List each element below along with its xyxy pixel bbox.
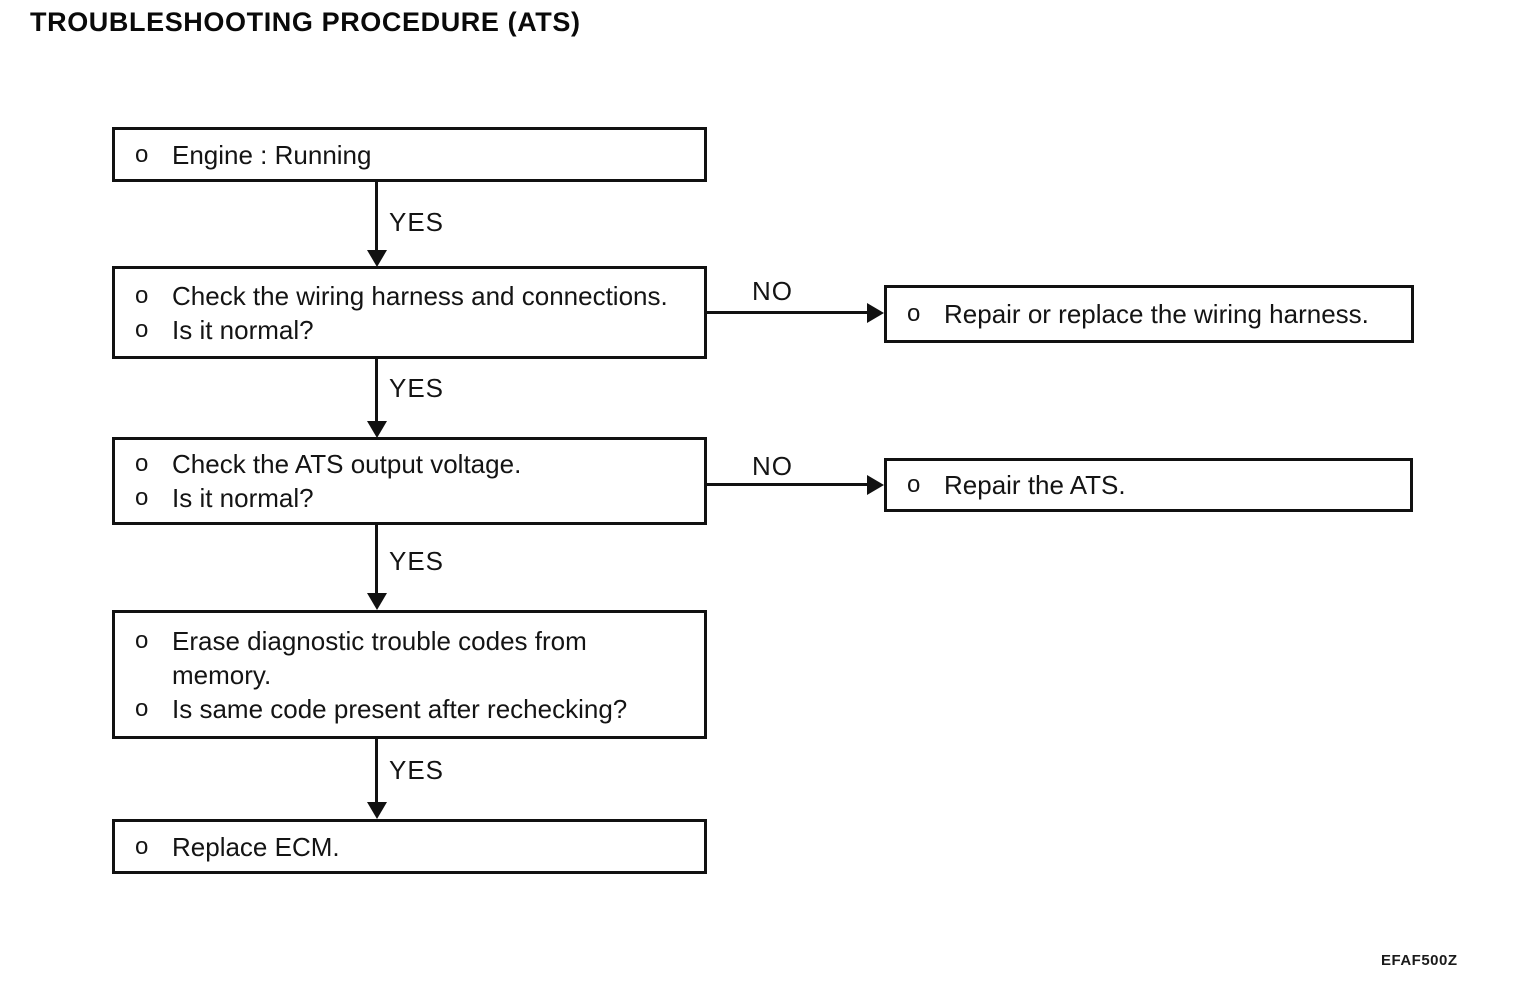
bullet-marker: o	[907, 300, 921, 327]
flow-node-check-wiring: o Check the wiring harness and connectio…	[112, 266, 707, 359]
arrow-down-icon	[367, 421, 387, 438]
node-row: o Check the ATS output voltage.	[135, 447, 696, 481]
edge-label-yes-3: YES	[389, 546, 445, 576]
bullet-marker: o	[135, 626, 149, 654]
connector-line-erasecodes-to-replaceecm	[375, 739, 378, 802]
node-row: memory.	[135, 658, 696, 692]
flow-node-repair-wiring: o Repair or replace the wiring harness.	[884, 285, 1414, 343]
node-text: Replace ECM.	[172, 831, 340, 862]
edge-label-yes-1: YES	[389, 207, 445, 237]
arrow-down-icon	[367, 250, 387, 267]
bullet-marker: o	[135, 315, 149, 343]
node-row: o Repair or replace the wiring harness.	[907, 297, 1403, 331]
arrow-right-icon	[867, 475, 884, 495]
node-row: o Is it normal?	[135, 313, 696, 347]
flow-node-repair-ats: o Repair the ATS.	[884, 458, 1413, 512]
flow-node-replace-ecm: o Replace ECM.	[112, 819, 707, 874]
bullet-marker: o	[907, 471, 921, 498]
node-text: Is it normal?	[172, 483, 314, 513]
bullet-marker: o	[135, 484, 149, 511]
figure-code: EFAF500Z	[1381, 952, 1458, 969]
edge-label-no-2: NO	[752, 451, 793, 481]
flow-node-engine-running: o Engine : Running	[112, 127, 707, 182]
node-row: o Erase diagnostic trouble codes from	[135, 624, 696, 658]
bullet-marker: o	[135, 832, 149, 860]
node-row: o Is it normal?	[135, 481, 696, 515]
node-text: Check the ATS output voltage.	[172, 449, 522, 479]
edge-label-no-1: NO	[752, 276, 793, 306]
connector-line-checkwiring-to-repairwiring	[707, 311, 867, 314]
bullet-marker: o	[135, 694, 149, 722]
edge-label-yes-2: YES	[389, 373, 445, 403]
node-text: Is same code present after rechecking?	[172, 693, 628, 724]
node-text: Repair or replace the wiring harness.	[944, 299, 1369, 329]
connector-line-checkats-to-repairats	[707, 483, 867, 486]
arrow-down-icon	[367, 802, 387, 819]
connector-line-engine-to-checkwiring	[375, 182, 378, 250]
node-row: o Repair the ATS.	[907, 468, 1402, 502]
node-text: Engine : Running	[172, 139, 372, 170]
flow-node-check-ats: o Check the ATS output voltage. o Is it …	[112, 437, 707, 525]
node-row: o Check the wiring harness and connectio…	[135, 279, 696, 313]
edge-label-yes-4: YES	[389, 755, 445, 785]
node-row: o Is same code present after rechecking?	[135, 692, 696, 726]
bullet-marker: o	[135, 140, 149, 168]
connector-line-checkwiring-to-checkats	[375, 359, 378, 421]
node-row: o Engine : Running	[135, 138, 696, 172]
node-text: memory.	[172, 659, 272, 690]
node-text: Erase diagnostic trouble codes from	[172, 625, 587, 656]
connector-line-checkats-to-erasecodes	[375, 525, 378, 593]
arrow-down-icon	[367, 593, 387, 610]
flow-node-erase-codes: o Erase diagnostic trouble codes from me…	[112, 610, 707, 739]
page-title: TROUBLESHOOTING PROCEDURE (ATS)	[30, 7, 581, 37]
node-text: Repair the ATS.	[944, 470, 1126, 500]
bullet-marker: o	[135, 281, 149, 309]
node-text: Is it normal?	[172, 314, 314, 345]
node-row: o Replace ECM.	[135, 830, 696, 864]
bullet-marker: o	[135, 450, 149, 477]
node-text: Check the wiring harness and connections…	[172, 280, 668, 311]
arrow-right-icon	[867, 303, 884, 323]
